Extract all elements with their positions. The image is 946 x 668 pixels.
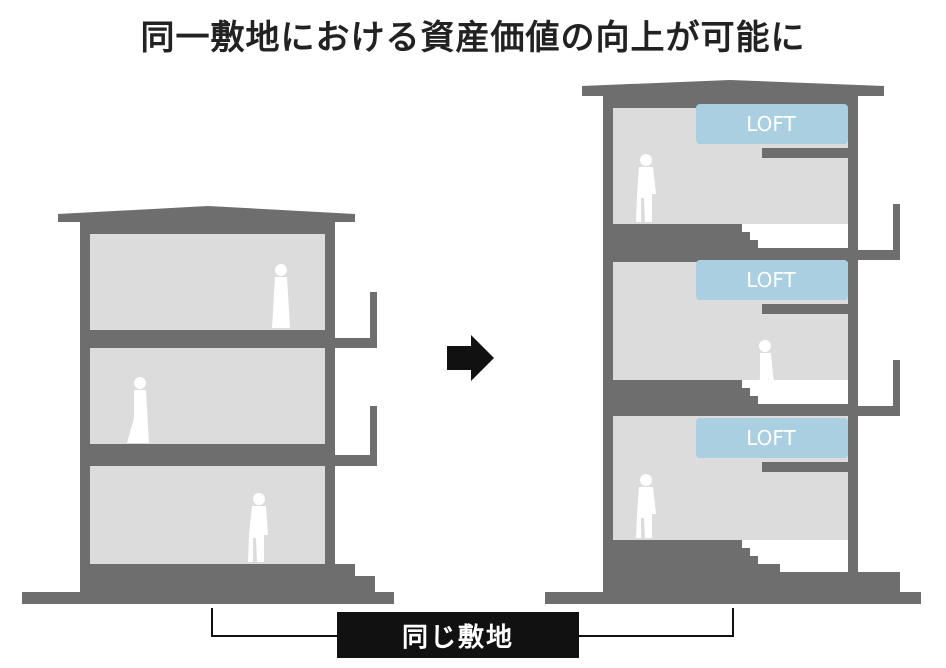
roof-right bbox=[582, 80, 884, 96]
person-icon bbox=[636, 154, 656, 222]
loft-box: LOFT bbox=[696, 418, 848, 458]
floor-interior bbox=[90, 348, 325, 444]
site-bracket bbox=[211, 608, 734, 637]
person-icon bbox=[272, 264, 290, 328]
loft-label: LOFT bbox=[746, 112, 796, 136]
person-icon bbox=[127, 377, 149, 443]
page-title: 同一敷地における資産価値の向上が可能に bbox=[140, 18, 806, 58]
same-site-label: 同じ敷地 bbox=[337, 612, 579, 658]
building-before bbox=[22, 206, 394, 604]
person-icon bbox=[636, 474, 656, 538]
loft-box: LOFT bbox=[696, 260, 848, 300]
roof-left bbox=[58, 206, 355, 222]
person-icon bbox=[758, 340, 776, 402]
floor-interior bbox=[90, 234, 325, 330]
stairs bbox=[613, 380, 848, 416]
arrow-right-icon bbox=[447, 335, 494, 381]
building-after: LOFT LOFT LOFT bbox=[545, 80, 921, 604]
loft-label: LOFT bbox=[746, 426, 796, 450]
loft-box: LOFT bbox=[696, 104, 848, 144]
stairs bbox=[613, 540, 900, 592]
loft-label: LOFT bbox=[746, 268, 796, 292]
person-icon bbox=[248, 493, 268, 562]
floor-interior bbox=[90, 466, 325, 564]
stairs bbox=[613, 224, 848, 262]
